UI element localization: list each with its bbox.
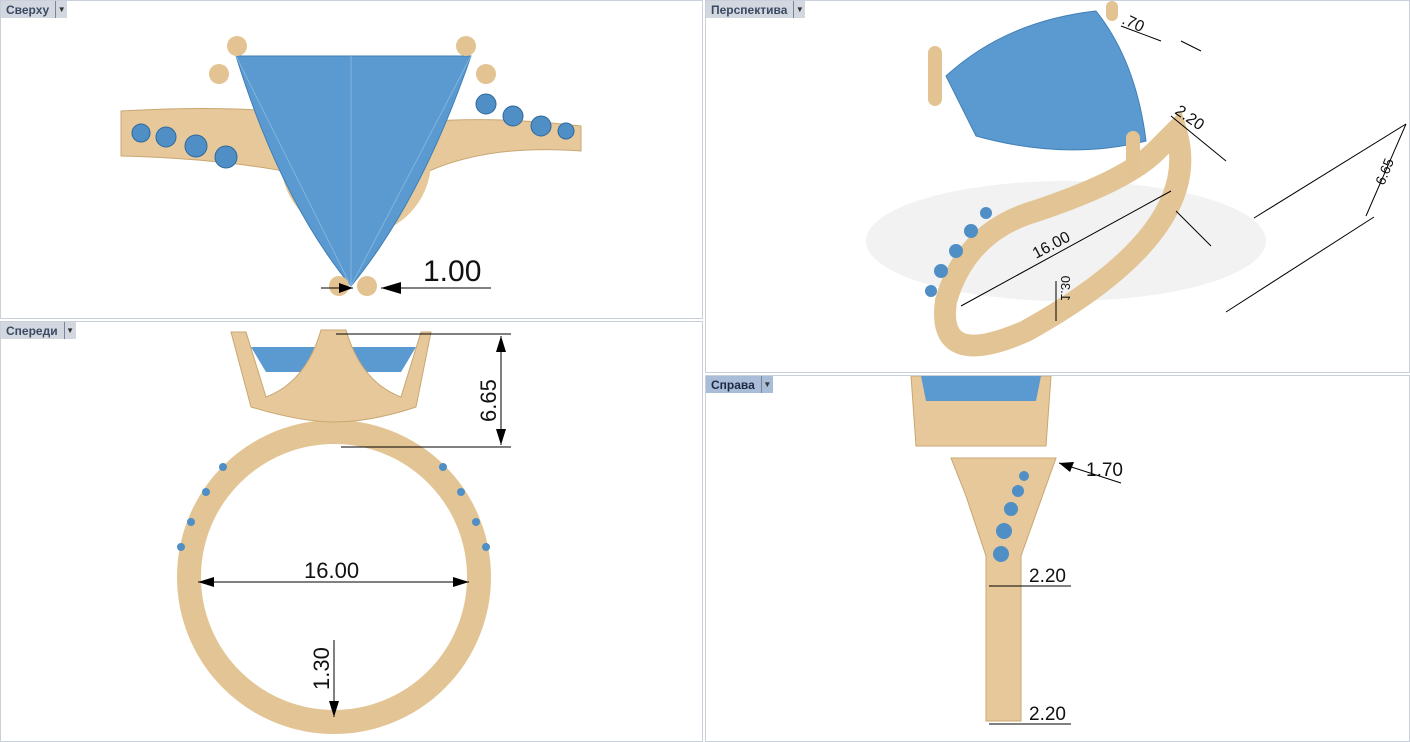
dimension-prong: .70 — [1119, 11, 1146, 36]
dropdown-arrow-icon[interactable]: ▼ — [793, 1, 805, 18]
viewport-title: Перспектива — [711, 2, 788, 17]
dimension-height: 6.65 — [1372, 156, 1397, 187]
ring-perspective-view: .70 2.20 16.00 1.30 6.65 — [866, 1, 1407, 357]
ring-top-view: 1.00 — [120, 36, 582, 296]
viewport-title: Спереди — [6, 323, 58, 338]
viewport-right[interactable]: Справа ▼ 1.70 2.20 2.20 — [705, 375, 1410, 742]
viewport-top[interactable]: Сверху ▼ 1.00 — [0, 0, 703, 319]
viewport-title: Сверху — [6, 2, 50, 17]
viewport-front[interactable]: Спереди ▼ 6.65 16.00 1.30 — [0, 321, 703, 742]
ring-right-view: 1.70 2.20 2.20 — [910, 376, 1123, 725]
dimension-width-bottom: 2.20 — [1029, 704, 1066, 725]
viewport-tab-perspective[interactable]: Перспектива ▼ — [706, 1, 806, 18]
viewport-tab-right[interactable]: Справа ▼ — [706, 376, 773, 393]
dimension-width: 1.00 — [423, 255, 481, 288]
viewport-tab-front[interactable]: Спереди ▼ — [1, 322, 76, 339]
viewport-tab-top[interactable]: Сверху ▼ — [1, 1, 68, 18]
dimension-thickness: 1.30 — [309, 647, 334, 690]
dimension-diameter: 16.00 — [304, 558, 359, 583]
dropdown-arrow-icon[interactable]: ▼ — [760, 376, 773, 393]
ring-front-view: 6.65 16.00 1.30 — [177, 329, 511, 734]
dropdown-arrow-icon[interactable]: ▼ — [63, 322, 76, 339]
viewport-perspective[interactable]: Перспектива ▼ .70 2.20 16.00 1.30 6.65 — [705, 0, 1410, 373]
viewport-title: Справа — [711, 377, 755, 392]
dimension-width-top: 2.20 — [1029, 566, 1066, 587]
dimension-height: 6.65 — [476, 379, 501, 422]
dropdown-arrow-icon[interactable]: ▼ — [55, 1, 67, 18]
dimension-thickness: 1.30 — [1058, 276, 1073, 301]
dimension-prong: 1.70 — [1086, 460, 1123, 481]
